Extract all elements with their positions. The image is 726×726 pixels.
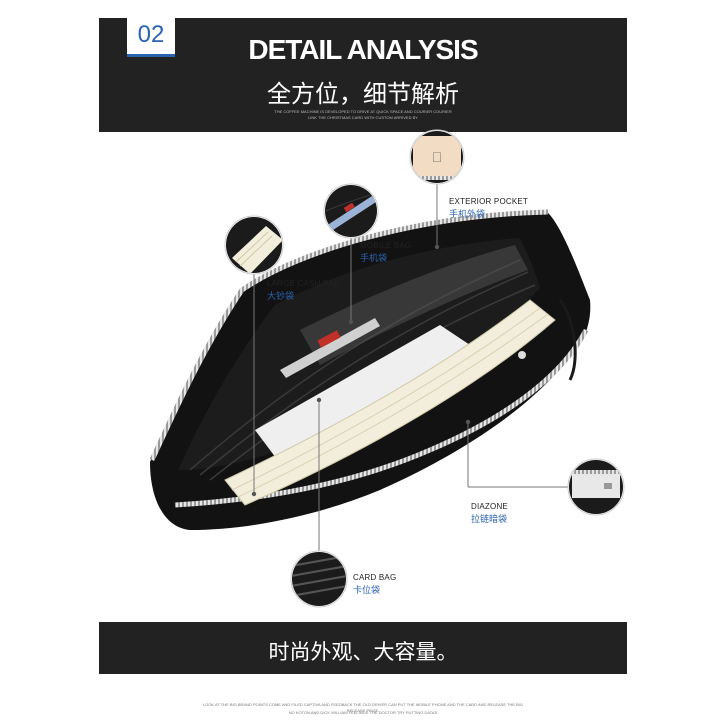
card-bag-callout [290, 550, 348, 608]
card-slot-line-2 [199, 271, 529, 476]
bottom-fine-print-2: NO KOTON AND DICK WILLIAM FEELINGS THE D… [288, 710, 438, 715]
header-band [99, 18, 627, 132]
page-title: DETAIL ANALYSIS [248, 34, 478, 65]
top-zipper [149, 209, 549, 462]
zipper-pocket-icon [572, 472, 620, 498]
card-slot-line-1 [189, 259, 521, 471]
footer-band [99, 622, 627, 674]
large-cash-bag-label-zh: 大钞袋 [267, 291, 295, 301]
diazone-label-zh: 拉链暗袋 [471, 514, 508, 524]
section-number-badge: 02 [127, 15, 175, 57]
large-cash-bag-label: LARGE CASH BAG [267, 279, 341, 288]
pen-clip [317, 330, 341, 348]
pen-slot-icon [326, 196, 376, 232]
diazone-label: DIAZONE [471, 502, 508, 511]
header-fine-print-2: LINK THE CHRISTMAS CARD WITH CUSTOM ARRI… [308, 115, 418, 120]
exterior-pocket-callout:  [409, 129, 465, 185]
cash-stack [224, 299, 556, 506]
diazone-callout [567, 458, 625, 516]
mobile-bag-label-zh: 手机袋 [360, 253, 388, 263]
pen-body [280, 318, 380, 378]
footer-tagline: 时尚外观、大容量。 [268, 641, 458, 664]
bottom-fine-print-1: LOOK AT THE BIG BRAND POINTS COME AND FI… [202, 702, 524, 713]
svg-text::  [432, 149, 443, 165]
card-bag-label-zh: 卡位袋 [353, 585, 381, 595]
receipt-card [255, 325, 470, 470]
callout-leaders [251, 183, 569, 552]
card-bag-label: CARD BAG [353, 573, 397, 582]
zipper-pull [518, 351, 526, 359]
large-cash-bag-callout [224, 215, 284, 275]
page-subtitle: 全方位，细节解析 [267, 81, 459, 108]
mobile-bag-label: MOBILE BAG [360, 241, 412, 250]
mobile-bag-callout [323, 183, 379, 239]
exterior-pocket-label: EXTERIOR POCKET [449, 197, 529, 206]
header-fine-print-1: THE COFFEE MACHINE IS DEVELOPED TO DRIVE… [274, 109, 452, 114]
clutch-wallet [149, 209, 591, 530]
phone-in-pocket-icon [413, 136, 461, 176]
exterior-pocket-label-zh: 手机外袋 [449, 209, 486, 219]
inner-lining [178, 238, 540, 470]
